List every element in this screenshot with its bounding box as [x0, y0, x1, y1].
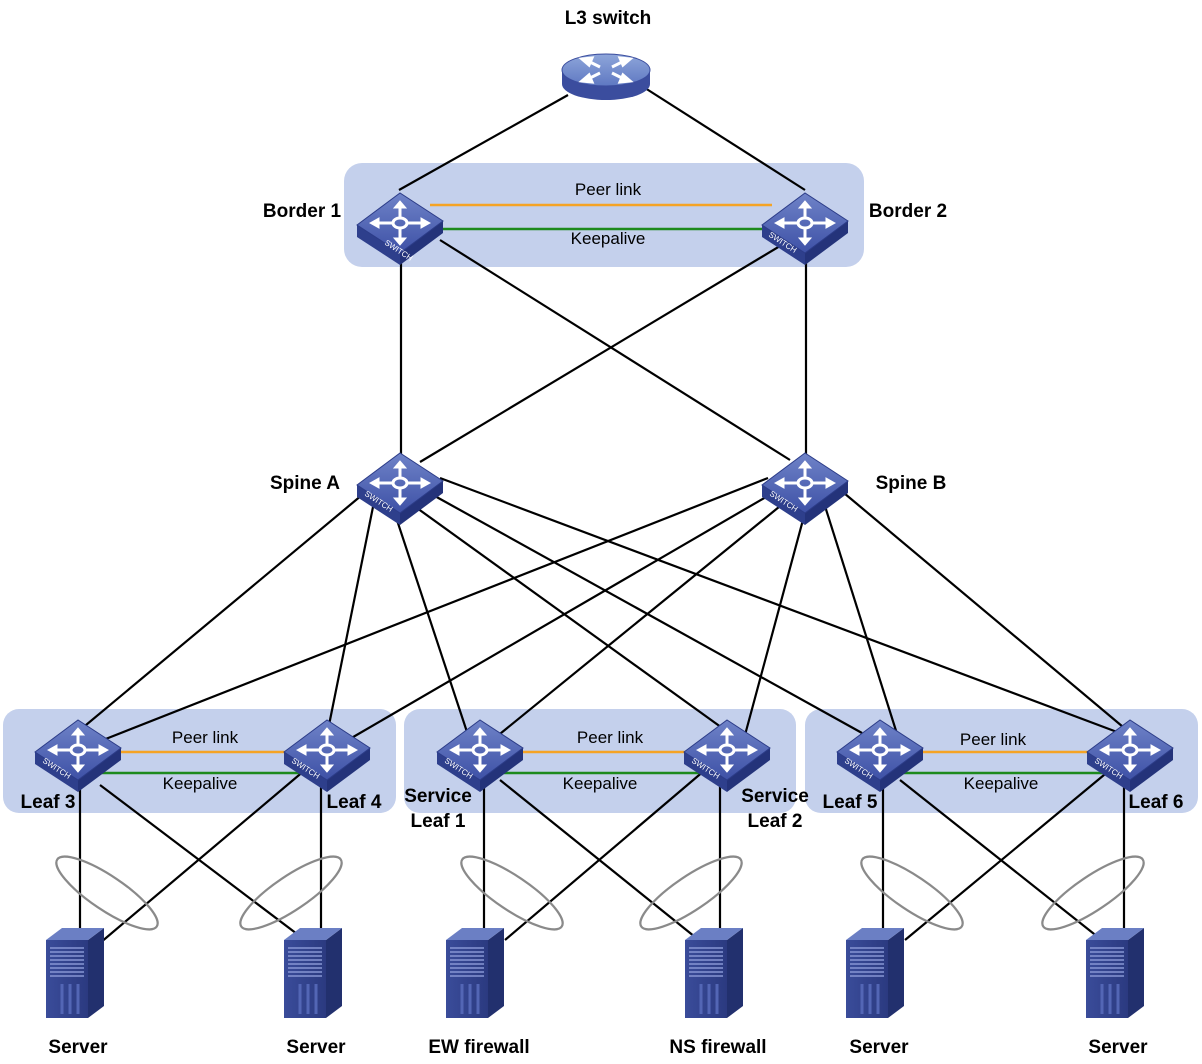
service-leaf-1-label-line1: Service [404, 786, 472, 807]
link-leaf5-server2 [899, 779, 1109, 946]
leaf-group-3-keepalive-label: Keepalive [964, 774, 1039, 793]
service-leaf-1-label-line2: Leaf 1 [411, 811, 466, 832]
leaf-group-1-peer-link-label: Peer link [172, 728, 239, 747]
link-leaf4-server1 [99, 769, 306, 944]
network-links [78, 87, 1136, 946]
link-sleaf1-nsfw [499, 779, 706, 946]
leaf-group-1-keepalive-label: Keepalive [163, 774, 238, 793]
leaf-group-2-keepalive-label: Keepalive [563, 774, 638, 793]
switch-icon [760, 451, 850, 527]
switch-spine-a: SWITCH [355, 451, 445, 527]
spine-b-label: Spine B [876, 473, 947, 494]
link-spineb-leaf3 [97, 476, 769, 744]
link-spinea-sleaf1 [390, 504, 470, 736]
link-border1-spineb [439, 239, 791, 461]
link-spineb-sleaf2 [743, 504, 809, 736]
endpoint-label: Server [1088, 1037, 1148, 1058]
switch-icon [355, 451, 445, 527]
link-sleaf2-ewfw [504, 769, 706, 941]
link-spinea-sleaf2 [409, 502, 726, 731]
link-aggregation-ellipse [639, 855, 743, 931]
server-icon [844, 926, 906, 1020]
link-spineb-sleaf1 [489, 497, 791, 743]
link-core-border2 [644, 87, 806, 191]
leaf-group-2-peer-link-label: Peer link [577, 728, 644, 747]
l3-switch-icon [561, 53, 651, 100]
peer-links [100, 203, 1105, 775]
link-spineb-leaf6 [837, 487, 1136, 738]
link-aggregation-ellipse [239, 855, 343, 931]
link-aggregation-ellipse [460, 855, 564, 931]
spine-a-label: Spine A [270, 473, 340, 494]
link-spinea-leaf6 [439, 476, 1126, 737]
border-keepalive-label: Keepalive [571, 229, 646, 248]
link-leaf3-server2 [99, 784, 306, 941]
server-icon [282, 926, 344, 1020]
link-core-border1 [398, 94, 569, 191]
link-leaf6-server1 [904, 769, 1111, 941]
server-icon [1084, 926, 1146, 1020]
endpoint-label: EW firewall [428, 1037, 529, 1058]
link-aggregation-ellipse [55, 855, 159, 931]
link-aggregation-ellipse [860, 855, 964, 931]
leaf-4-label: Leaf 4 [327, 792, 382, 813]
border-2-label: Border 2 [869, 201, 947, 222]
endpoint-label: Server [849, 1037, 909, 1058]
link-spinea-leaf3 [79, 494, 363, 731]
link-aggregation-ellipses [55, 855, 1145, 931]
link-aggregation-ellipse [1041, 855, 1145, 931]
border-1-label: Border 1 [263, 201, 342, 222]
endpoint-label: Server [48, 1037, 108, 1058]
link-border2-spinea [419, 239, 791, 463]
switch-spine-b: SWITCH [760, 451, 850, 527]
endpoint-label: NS firewall [669, 1037, 766, 1058]
server-icon [44, 926, 106, 1020]
leaf-5-label: Leaf 5 [823, 792, 878, 813]
core-label: L3 switch [565, 8, 652, 29]
link-spinea-leaf4 [326, 496, 377, 731]
leaf-group-3-peer-link-label: Peer link [960, 730, 1027, 749]
link-spineb-leaf4 [347, 489, 779, 741]
service-leaf-2-label-line2: Leaf 2 [748, 811, 803, 832]
firewall-icon [444, 926, 506, 1020]
endpoint-label: Server [286, 1037, 346, 1058]
service-leaf-2-label-line1: Service [741, 786, 809, 807]
firewall-icon [683, 926, 745, 1020]
leaf-6-label: Leaf 6 [1129, 792, 1184, 813]
link-spineb-leaf5 [822, 502, 900, 738]
border-pair-group [344, 163, 864, 267]
leaf-3-label: Leaf 3 [21, 792, 76, 813]
border-peer-link-label: Peer link [575, 180, 642, 199]
